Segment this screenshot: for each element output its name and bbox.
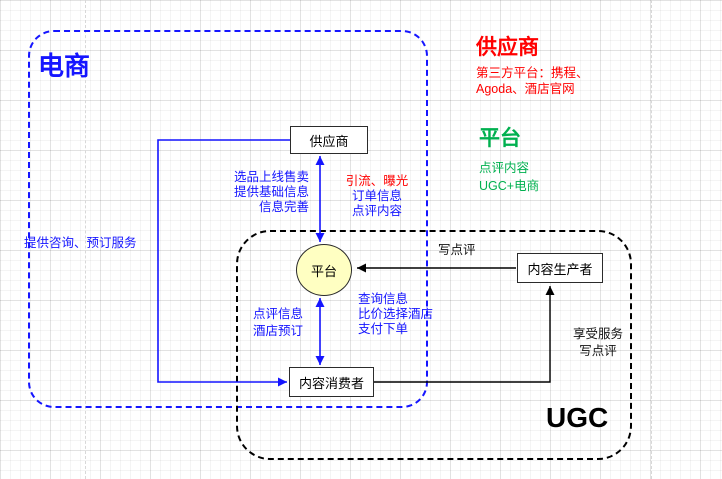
annotation-line: UGC+电商: [479, 179, 540, 193]
edge-label-line: 酒店预订: [253, 324, 304, 338]
node-consumer-label: 内容消费者: [298, 375, 364, 391]
node-platform[interactable]: 平台: [296, 244, 352, 296]
edge-label-producer-to-platform: 写点评: [438, 243, 476, 257]
annotation-platform-desc: 点评内容 UGC+电商: [479, 159, 539, 195]
arrow-consumer-producer: [374, 286, 555, 383]
node-platform-label: 平台: [310, 263, 337, 279]
edge-label-supplier-to-consumer: 提供咨询、预订服务: [24, 236, 137, 250]
node-producer[interactable]: 内容生产者: [517, 253, 603, 283]
edge-label-line: 支付下单: [358, 322, 409, 336]
edge-label-line: 享受服务: [572, 327, 623, 341]
node-consumer[interactable]: 内容消费者: [289, 367, 374, 397]
arrow-supplier-consumer: [157, 139, 290, 387]
edge-label-line: 比价选择酒店: [358, 307, 434, 321]
annotation-line: 第三方平台：携程、: [476, 66, 589, 80]
edge-label-line: 订单信息: [351, 189, 402, 203]
page-guide: [651, 0, 652, 479]
annotation-platform-title: 平台: [479, 127, 521, 150]
edge-label-line: 写点评: [579, 344, 617, 358]
node-producer-label: 内容生产者: [527, 261, 593, 277]
region-ugc[interactable]: [236, 230, 632, 460]
annotation-supplier-title: 供应商: [476, 36, 539, 59]
region-label-ugc: UGC: [546, 402, 609, 433]
node-supplier[interactable]: 供应商: [290, 126, 368, 154]
edge-label-line: 提供基础信息: [233, 185, 309, 199]
region-ecommerce[interactable]: [28, 30, 428, 408]
edge-label-consumer-to-platform: 点评信息 酒店预订: [253, 306, 303, 340]
edge-label-line: 查询信息: [358, 292, 409, 306]
annotation-line: Agoda、酒店官网: [476, 82, 575, 96]
annotation-line: 点评内容: [479, 161, 530, 175]
edge-label-platform-to-supplier: 引流、曝光 订单信息 点评内容: [344, 174, 410, 219]
node-supplier-label: 供应商: [309, 133, 349, 149]
edge-label-line: 点评信息: [253, 307, 304, 321]
edge-label-platform-to-consumer: 查询信息 比价选择酒店 支付下单: [358, 292, 433, 337]
edge-label-supplier-to-platform: 选品上线售卖 提供基础信息 信息完善: [233, 170, 309, 215]
annotation-supplier-desc: 第三方平台：携程、 Agoda、酒店官网: [476, 65, 589, 97]
edge-label-consumer-to-producer: 享受服务 写点评: [572, 326, 624, 360]
page-guide: [85, 0, 86, 479]
edge-label-line: 信息完善: [258, 200, 309, 214]
edge-label-line: 引流、曝光: [345, 174, 409, 188]
region-label-ecommerce: 电商: [38, 51, 91, 81]
edge-label-line: 点评内容: [351, 204, 402, 218]
edge-label-line: 选品上线售卖: [233, 170, 309, 184]
